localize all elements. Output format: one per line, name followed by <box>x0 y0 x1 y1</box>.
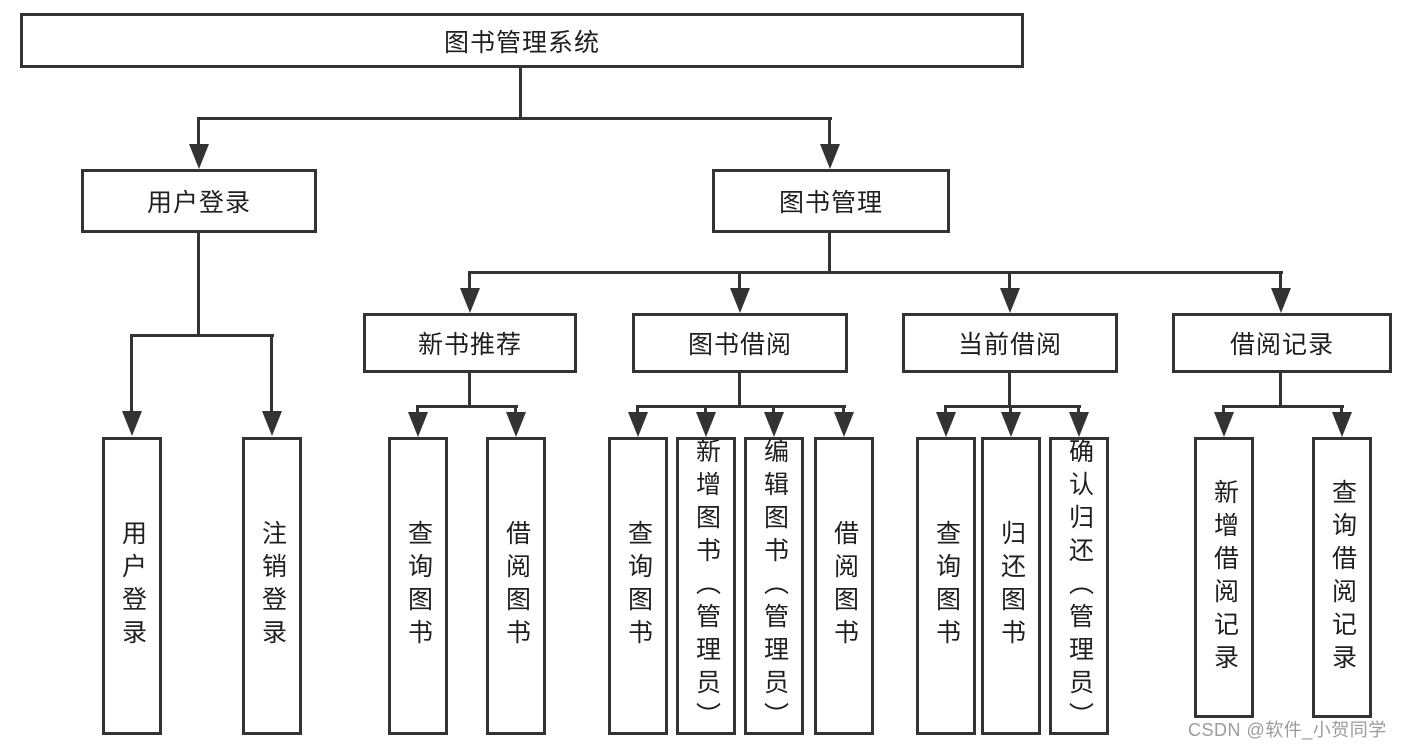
leaf-edit-book-admin: 编辑图书（管理员） <box>744 437 804 735</box>
leaf-borrow-books-recommend-label: 借阅图书 <box>502 520 531 652</box>
leaf-user-login-label: 用户登录 <box>118 520 147 652</box>
leaf-return-books: 归还图书 <box>981 437 1041 735</box>
leaf-edit-book-admin-label: 编辑图书（管理员） <box>760 437 789 735</box>
arrowhead-user-login <box>189 144 209 169</box>
connector-drop-borrowing-records <box>1279 271 1282 291</box>
leaf-user-login: 用户登录 <box>102 437 162 735</box>
connector-user-login-bar <box>130 334 274 337</box>
leaf-return-books-label: 归还图书 <box>997 520 1026 652</box>
arrowhead-confirm-return-admin <box>1069 412 1089 437</box>
leaf-add-borrow-record-label: 新增借阅记录 <box>1210 478 1239 677</box>
node-book-borrowing-label: 图书借阅 <box>687 331 792 359</box>
node-book-borrowing: 图书借阅 <box>632 313 848 373</box>
arrowhead-new-book-recommend <box>460 288 480 313</box>
connector-current-borrowing-stem <box>1008 373 1011 407</box>
arrowhead-query-borrow-record <box>1332 412 1352 437</box>
connector-drop-add-book-admin <box>704 405 707 415</box>
csdn-watermark: CSDN @软件_小贺同学 <box>1188 720 1387 740</box>
arrowhead-add-borrow-record <box>1214 412 1234 437</box>
node-book-management-label: 图书管理 <box>778 189 883 217</box>
leaf-logout-login: 注销登录 <box>242 437 302 735</box>
connector-drop-borrow-books-recommend <box>514 405 517 415</box>
node-book-management: 图书管理 <box>712 169 950 233</box>
arrowhead-query-books-recommend <box>408 412 428 437</box>
connector-drop-current-borrowing <box>1008 271 1011 291</box>
connector-borrowing-records-stem <box>1279 373 1282 407</box>
arrowhead-return-books <box>1001 412 1021 437</box>
node-borrowing-records: 借阅记录 <box>1172 313 1392 373</box>
arrowhead-current-borrowing <box>1000 288 1020 313</box>
node-root-system-label: 图书管理系统 <box>443 28 600 57</box>
leaf-query-borrow-record-label: 查询借阅记录 <box>1328 478 1357 677</box>
leaf-borrow-books-recommend: 借阅图书 <box>486 437 546 735</box>
node-current-borrowing-label: 当前借阅 <box>957 331 1062 359</box>
node-user-login-label: 用户登录 <box>146 189 251 217</box>
arrowhead-book-management <box>820 144 840 169</box>
connector-drop-query-books-recommend <box>416 405 419 415</box>
connector-current-borrowing-bar <box>944 405 1081 408</box>
arrowhead-edit-book-admin <box>764 412 784 437</box>
leaf-logout-login-label: 注销登录 <box>258 520 287 652</box>
arrowhead-leaf-user-login <box>122 411 142 436</box>
arrowhead-book-borrowing <box>730 288 750 313</box>
node-new-book-recommend: 新书推荐 <box>363 313 577 373</box>
arrowhead-query-books-current <box>936 412 956 437</box>
node-root-system: 图书管理系统 <box>20 13 1024 68</box>
arrowhead-leaf-logout <box>262 411 282 436</box>
connector-drop-confirm-return-admin <box>1077 405 1080 415</box>
leaf-query-books-current: 查询图书 <box>916 437 976 735</box>
leaf-borrow-books-borrowing-label: 借阅图书 <box>830 520 859 652</box>
arrowhead-add-book-admin <box>696 412 716 437</box>
connector-drop-query-books-borrowing <box>636 405 639 415</box>
leaf-query-books-recommend: 查询图书 <box>388 437 448 735</box>
connector-drop-borrow-books-borrowing <box>842 405 845 415</box>
connector-root-stem <box>519 68 522 117</box>
connector-drop-query-borrow-record <box>1340 405 1343 415</box>
connector-new-book-recommend-bar <box>416 405 518 408</box>
arrowhead-borrow-books-borrowing <box>834 412 854 437</box>
node-new-book-recommend-label: 新书推荐 <box>417 331 522 359</box>
leaf-query-books-borrowing: 查询图书 <box>608 437 668 735</box>
connector-user-login-stem <box>197 233 200 337</box>
arrowhead-borrowing-records <box>1271 288 1291 313</box>
connector-drop-user-login <box>197 117 200 145</box>
connector-drop-book-borrowing <box>738 271 741 291</box>
connector-drop-return-books <box>1009 405 1012 415</box>
connector-level2-bar <box>468 271 1283 274</box>
leaf-add-book-admin-label: 新增图书（管理员） <box>692 437 721 735</box>
arrowhead-borrow-books-recommend <box>506 412 526 437</box>
leaf-confirm-return-admin-label: 确认归还（管理员） <box>1065 437 1094 735</box>
connector-drop-query-books-current <box>944 405 947 415</box>
leaf-confirm-return-admin: 确认归还（管理员） <box>1049 437 1109 735</box>
connector-borrowing-records-bar <box>1222 405 1344 408</box>
connector-drop-new-book-recommend <box>468 271 471 291</box>
connector-level1-bar <box>197 117 832 120</box>
arrowhead-query-books-borrowing <box>628 412 648 437</box>
node-user-login: 用户登录 <box>81 169 317 233</box>
connector-new-book-recommend-stem <box>468 373 471 407</box>
leaf-query-borrow-record: 查询借阅记录 <box>1312 437 1372 718</box>
node-borrowing-records-label: 借阅记录 <box>1229 331 1334 359</box>
connector-drop-add-borrow-record <box>1222 405 1225 415</box>
leaf-borrow-books-borrowing: 借阅图书 <box>814 437 874 735</box>
connector-book-management-stem <box>828 233 831 273</box>
connector-drop-book-management <box>828 117 831 145</box>
connector-drop-leaf-user-login <box>130 334 133 412</box>
node-current-borrowing: 当前借阅 <box>902 313 1118 373</box>
leaf-query-books-current-label: 查询图书 <box>932 520 961 652</box>
leaf-query-books-recommend-label: 查询图书 <box>404 520 433 652</box>
leaf-add-book-admin: 新增图书（管理员） <box>676 437 736 735</box>
connector-drop-leaf-logout <box>270 334 273 412</box>
connector-book-borrowing-bar <box>636 405 846 408</box>
leaf-add-borrow-record: 新增借阅记录 <box>1194 437 1254 718</box>
connector-drop-edit-book-admin <box>772 405 775 415</box>
connector-book-borrowing-stem <box>738 373 741 407</box>
leaf-query-books-borrowing-label: 查询图书 <box>624 520 653 652</box>
